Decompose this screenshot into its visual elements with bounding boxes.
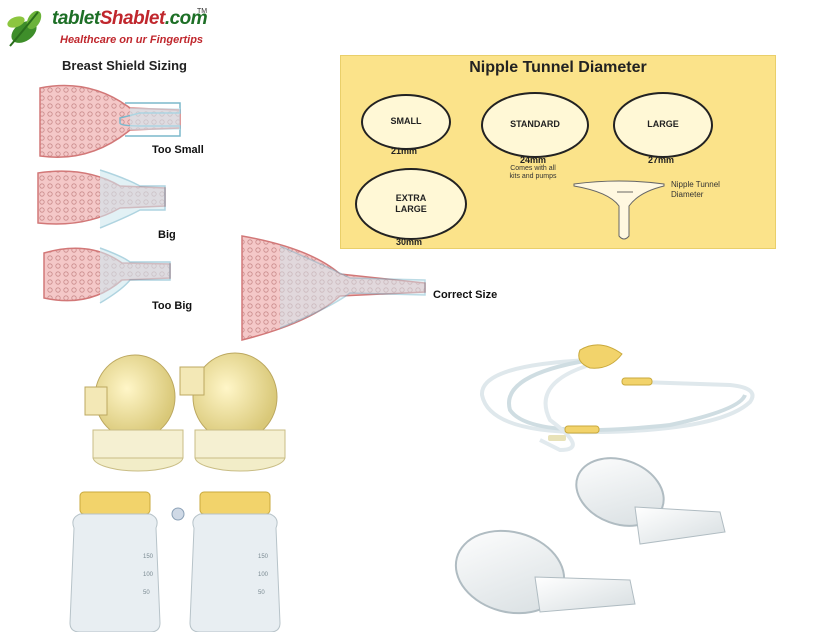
brand-name-part1: tablet <box>52 8 100 29</box>
label-big: Big <box>158 229 176 241</box>
pump-connectors-photo <box>84 352 286 472</box>
bottle-left-mark-50: 50 <box>143 590 150 596</box>
bottle-left <box>69 491 161 632</box>
connector-right <box>179 352 286 472</box>
shield-diagram-label: Nipple Tunnel Diameter <box>671 180 751 199</box>
brand-logo[interactable]: tabletShablet.com TM Healthcare on ur Fi… <box>4 2 224 56</box>
pump-tubing-photo <box>480 344 755 453</box>
size-small-circle: SMALL <box>361 94 451 150</box>
too-small-illustration <box>39 84 181 158</box>
bottle-right-mark-50: 50 <box>258 590 265 596</box>
bottle-right <box>189 491 281 632</box>
size-standard-mm: 24mm <box>519 155 546 165</box>
brand-name-part2: Shablet <box>99 8 166 29</box>
leaf-icon <box>7 10 42 47</box>
shield-diagram-icon <box>573 180 665 240</box>
label-too-small: Too Small <box>152 144 204 156</box>
size-extra-large-circle: EXTRA LARGE <box>355 168 467 240</box>
bottle-right-mark-150: 150 <box>258 554 269 560</box>
storage-bottles-photo <box>69 491 281 632</box>
too-big-illustration <box>43 247 171 304</box>
bottle-right-mark-100: 100 <box>258 572 269 578</box>
label-too-big: Too Big <box>152 300 193 312</box>
size-large-circle: LARGE <box>613 92 713 158</box>
standard-note-line2: kits and pumps <box>509 173 557 181</box>
brand-tagline: Healthcare on ur Fingertips <box>60 34 204 46</box>
size-extra-large-label-line2: LARGE <box>395 204 427 214</box>
shield-front <box>454 529 636 615</box>
size-extra-large-mm: 30mm <box>395 237 422 247</box>
sizing-title: Breast Shield Sizing <box>62 58 187 73</box>
standard-note-line1: Comes with all <box>510 165 556 172</box>
bottle-left-mark-150: 150 <box>143 554 154 560</box>
size-small-mm: 21mm <box>390 146 417 156</box>
size-standard-note: Comes with all kits and pumps <box>488 165 578 182</box>
breast-shields-photo <box>454 457 726 615</box>
big-illustration <box>37 169 166 229</box>
shield-back <box>575 457 726 545</box>
size-small-label: SMALL <box>390 116 422 127</box>
brand-name: tabletShablet.com <box>52 8 208 30</box>
bottle-left-mark-100: 100 <box>143 572 154 578</box>
diagram-label-line1: Nipple Tunnel <box>671 180 720 189</box>
trademark-mark: TM <box>197 8 208 15</box>
size-extra-large-label-line1: EXTRA <box>395 192 427 203</box>
connector-left <box>84 354 184 472</box>
correct-size-illustration <box>241 235 426 341</box>
nipple-tunnel-diameter-panel: Nipple Tunnel Diameter SMALL 21mm STANDA… <box>340 55 776 249</box>
size-large-mm: 27mm <box>647 155 674 165</box>
brand-name-part3: .com <box>164 8 208 29</box>
bottle-left-marks: 150 100 50 <box>143 548 153 602</box>
breast-shield-sizing-illustrations <box>37 84 426 341</box>
size-large-label: LARGE <box>647 119 679 130</box>
size-standard-circle: STANDARD <box>481 92 589 158</box>
panel-title: Nipple Tunnel Diameter <box>469 59 647 76</box>
size-standard-label: STANDARD <box>510 119 560 130</box>
diagram-label-line2: Diameter <box>671 189 704 199</box>
bottle-right-marks: 150 100 50 <box>258 548 268 602</box>
label-correct-size: Correct Size <box>433 289 498 301</box>
